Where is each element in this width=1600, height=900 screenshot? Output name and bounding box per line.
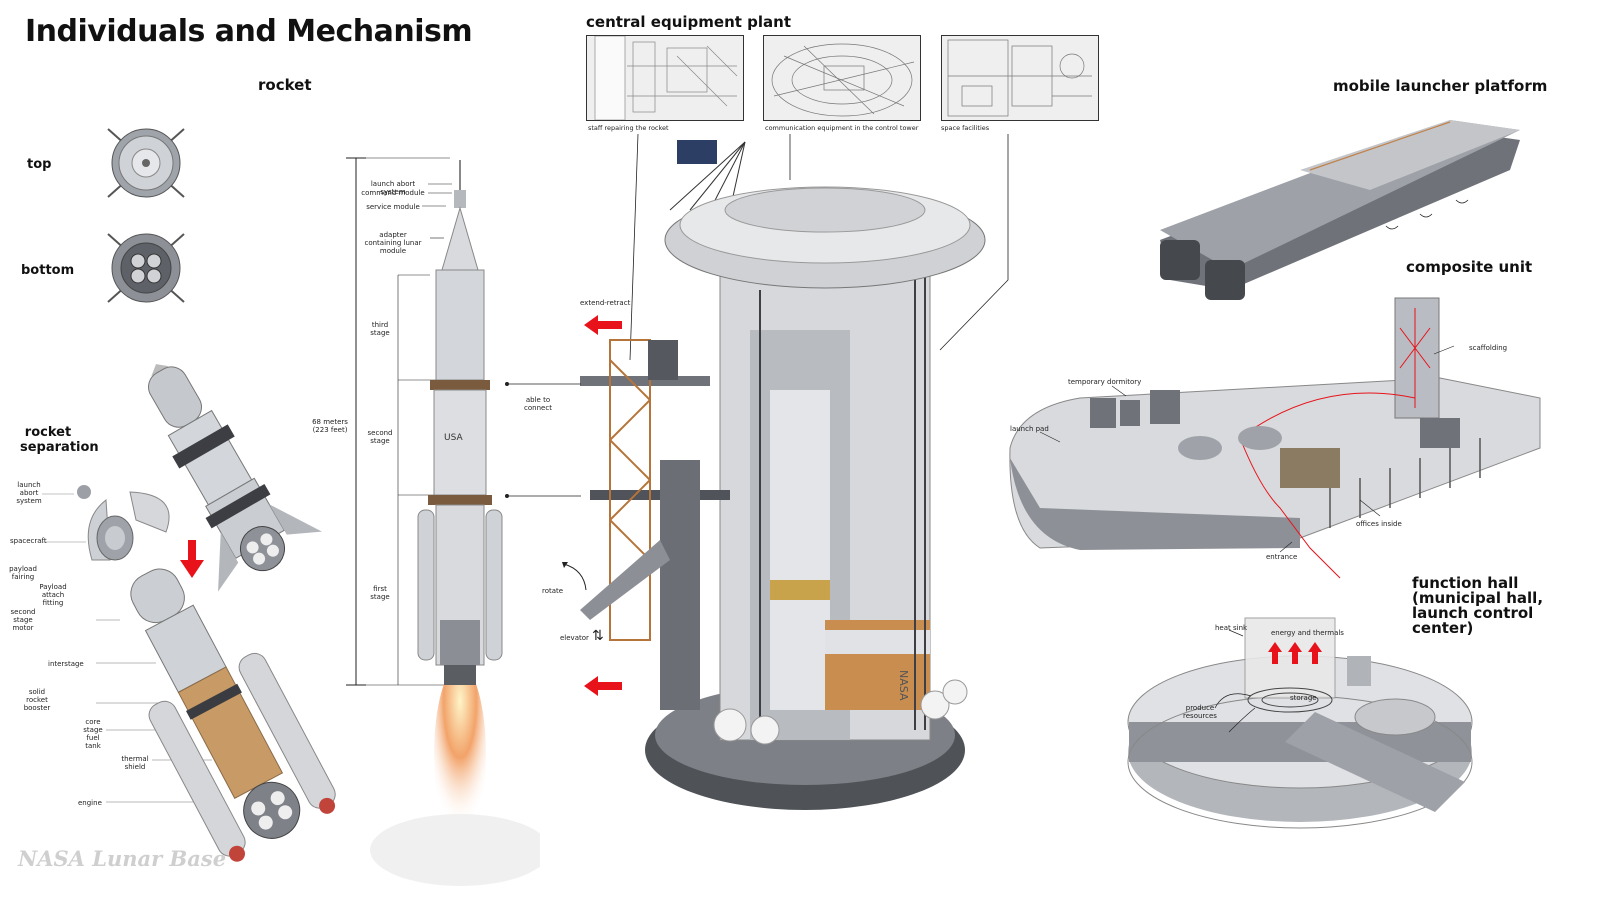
sep-label-interstage: interstage <box>48 660 84 668</box>
separation-upper-stage <box>148 364 322 592</box>
separation-down-arrow-icon <box>180 540 204 578</box>
composite-unit-diagram <box>1009 297 1541 579</box>
hall-heading: function hall (municipal hall, launch co… <box>1412 574 1544 637</box>
separation-heading: rocket separation <box>20 425 99 455</box>
rotate-icon <box>562 562 587 591</box>
page-title: Individuals and Mechanism <box>25 14 473 49</box>
sep-label-fairing: payload fairing <box>9 565 37 581</box>
extend-left-arrow-icon <box>584 315 622 335</box>
separation-lower-stage <box>96 568 336 862</box>
tower-nasa-text: NASA <box>897 670 910 701</box>
sep-label-second-stage: second stage motor <box>10 608 36 632</box>
elevator-updown-icon: ⇅ <box>592 628 604 644</box>
sep-label-thermal-shield: thermal shield <box>121 755 149 771</box>
plant-caption-staff: staff repairing the rocket <box>588 124 669 132</box>
label-able-to-connect: able to connect <box>524 396 552 412</box>
sep-label-core-tank: core stage fuel tank <box>83 718 103 750</box>
sep-label-launch-abort: launch abort system <box>16 481 42 505</box>
connect-leader-lines <box>505 382 581 498</box>
watermark-text: NASA Lunar Base <box>18 846 227 871</box>
stack-label-second-stage: second stage <box>367 429 393 445</box>
plant-panel-staff <box>586 35 744 121</box>
sep-label-booster: solid rocket booster <box>23 688 51 712</box>
top-label: top <box>27 157 52 172</box>
stack-label-third-stage: third stage <box>370 321 390 337</box>
label-offices-inside: offices inside <box>1356 520 1402 528</box>
function-hall-diagram <box>1127 617 1473 829</box>
mobile-launcher-platform-diagram <box>1160 120 1520 300</box>
label-elevator: elevator <box>560 634 589 642</box>
sep-label-spacecraft: spacecraft <box>10 537 47 545</box>
stack-label-first-stage: first stage <box>370 585 390 601</box>
rocket-heading: rocket <box>258 76 312 94</box>
label-rotate: rotate <box>542 587 564 595</box>
stack-label-launch-abort: launch abort system <box>370 180 416 196</box>
stack-label-command-module: command module <box>361 189 425 197</box>
label-extend-retract: extend-retract <box>580 299 631 307</box>
plant-panel-facilities <box>941 35 1099 121</box>
stack-label-service-module: service module <box>366 203 420 211</box>
label-produce-resources: produce resources <box>1183 704 1217 720</box>
label-temporary-dormitory: temporary dormitory <box>1068 378 1142 386</box>
bottom-label: bottom <box>21 263 75 278</box>
label-storage: storage <box>1290 694 1317 702</box>
label-heat-sink: heat sink <box>1215 624 1248 632</box>
stack-label-height: 68 meters (223 feet) <box>312 418 348 434</box>
separation-parts <box>40 485 170 561</box>
platform-heading: mobile launcher platform <box>1333 77 1548 95</box>
rocket-stack-diagram: USA <box>346 157 540 886</box>
plant-caption-facilities: space facilities <box>941 124 990 132</box>
sep-label-payload-fitting: Payload attach fitting <box>39 583 67 607</box>
rocket-body-text: USA <box>444 433 463 443</box>
label-launch-pad: launch pad <box>1010 425 1049 433</box>
launch-tower-diagram: NASA <box>580 140 986 810</box>
plant-leader-lines <box>629 133 1009 361</box>
label-energy-thermals: energy and thermals <box>1271 629 1344 637</box>
sep-label-engine: engine <box>78 799 102 807</box>
plant-panel-communication <box>763 35 921 121</box>
stack-label-adapter: adapter containing lunar module <box>364 231 422 255</box>
label-entrance: entrance <box>1266 553 1298 561</box>
plant-heading: central equipment plant <box>586 13 791 31</box>
rocket-top-view <box>107 128 185 198</box>
composite-heading: composite unit <box>1406 258 1533 276</box>
plant-caption-communication: communication equipment in the control t… <box>765 124 919 132</box>
extend-left-arrow-lower-icon <box>584 676 622 696</box>
rocket-bottom-view <box>107 233 185 303</box>
label-scaffolding: scaffolding <box>1469 344 1508 352</box>
